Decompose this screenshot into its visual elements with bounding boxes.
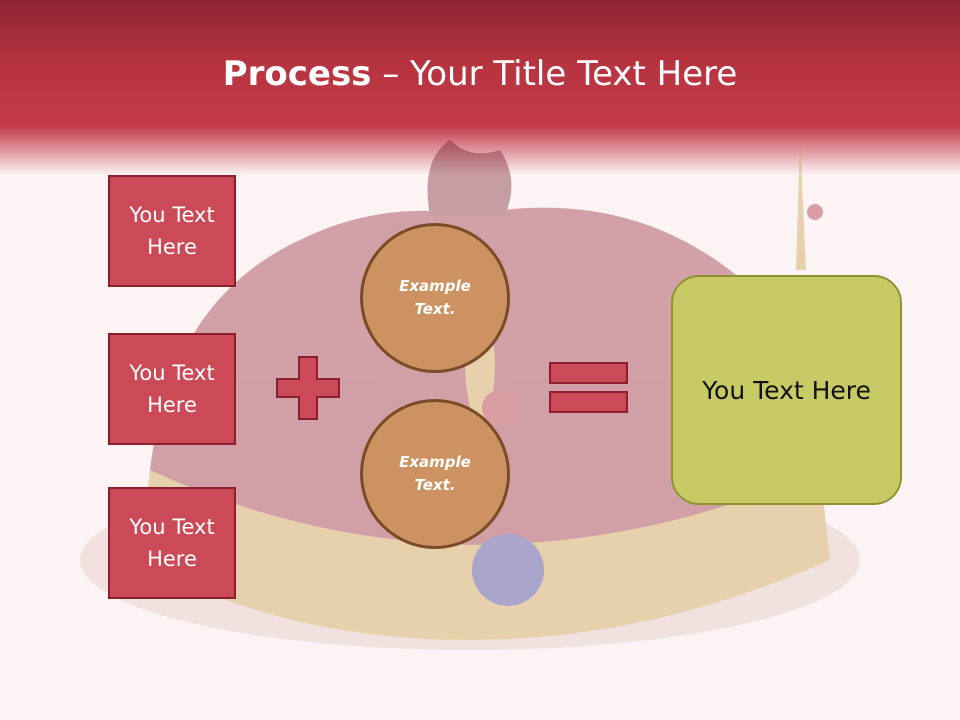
- left-text-box-label: You Text Here: [129, 361, 215, 417]
- header-band: [0, 0, 960, 175]
- left-text-box-1[interactable]: You Text Here: [108, 175, 236, 287]
- example-circle-1[interactable]: Example Text.: [360, 223, 510, 373]
- equals-icon: [549, 362, 628, 413]
- example-circle-label: Example Text.: [399, 453, 471, 494]
- title-rest: – Your Title Text Here: [371, 54, 738, 94]
- left-text-box-3[interactable]: You Text Here: [108, 487, 236, 599]
- left-text-box-2[interactable]: You Text Here: [108, 333, 236, 445]
- example-circle-label: Example Text.: [399, 277, 471, 318]
- example-circle-2[interactable]: Example Text.: [360, 399, 510, 549]
- result-label: You Text Here: [702, 375, 871, 405]
- left-text-box-label: You Text Here: [129, 515, 215, 571]
- slide-title: Process – Your Title Text Here: [0, 50, 960, 98]
- left-text-box-label: You Text Here: [129, 203, 215, 259]
- title-bold: Process: [222, 54, 372, 94]
- plus-icon: [276, 356, 340, 420]
- result-box[interactable]: You Text Here: [671, 275, 902, 505]
